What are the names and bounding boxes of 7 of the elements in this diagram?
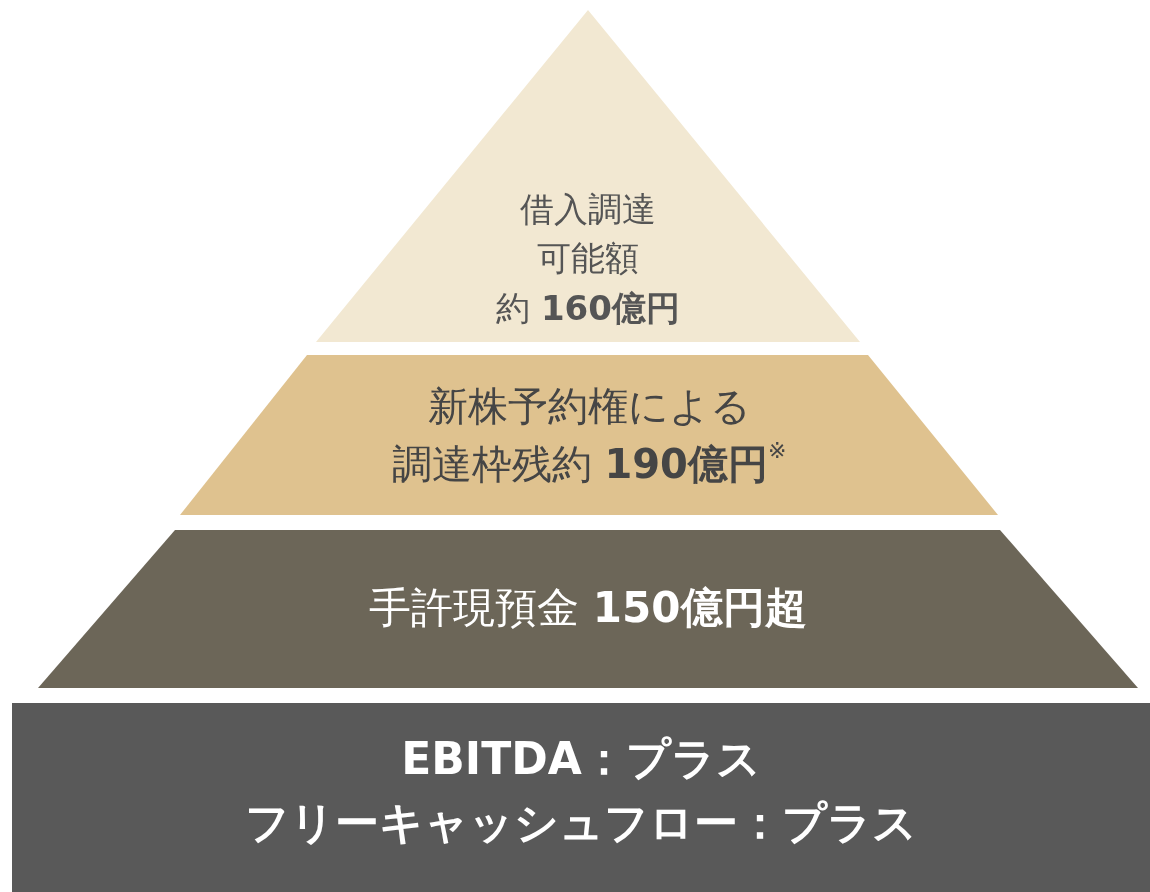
tier-label: 約 160億円 <box>496 286 680 330</box>
tier-label: フリーキャッシュフロー：プラス <box>245 795 917 850</box>
tier-label: 新株予約権による <box>427 382 751 431</box>
tier-label: EBITDA：プラス <box>401 732 761 786</box>
tier-label: 借入調達可能額 <box>519 188 657 281</box>
tier-label: 手許現預金 150億円超 <box>369 582 807 634</box>
tier-label: 調達枠残約 190億円$^{※}$ <box>391 437 787 489</box>
